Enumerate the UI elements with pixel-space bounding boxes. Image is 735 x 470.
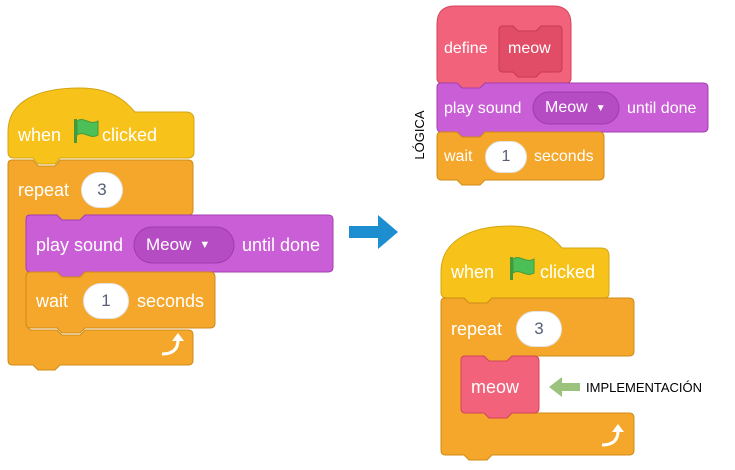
play-sound-label: play sound <box>36 235 124 255</box>
sound-dropdown[interactable]: Meow ▼ <box>134 227 234 263</box>
clicked-label: clicked <box>102 125 158 145</box>
wait-value-field[interactable]: 1 <box>83 283 129 319</box>
implementacion-label: IMPLEMENTACIÓN <box>586 380 703 395</box>
define-play-sound-label: play sound <box>444 100 522 117</box>
define-block-name: meow <box>508 40 551 57</box>
loop-arrow-icon <box>601 424 624 447</box>
dropdown-caret-icon: ▼ <box>595 102 606 114</box>
seconds-label: seconds <box>137 291 205 311</box>
left-sound-dropdown-bg <box>133 226 235 264</box>
sound-dropdown-value: Meow <box>146 235 192 254</box>
dropdown-caret-icon: ▼ <box>199 239 211 251</box>
define-sound-dropdown-bg <box>532 91 620 125</box>
until-done-label: until done <box>242 235 321 255</box>
repeat-count-field[interactable]: 3 <box>81 172 123 208</box>
define-label: define <box>444 40 488 57</box>
define-prototype-block <box>498 25 563 78</box>
define-until-done-label: until done <box>627 100 697 117</box>
define-seconds-label: seconds <box>534 148 594 165</box>
green-left-arrow-icon <box>549 377 580 397</box>
repeat-label: repeat <box>18 180 70 200</box>
loop-arrow-icon <box>161 333 184 356</box>
flag-icon <box>74 119 99 143</box>
main-clicked-label: clicked <box>540 262 596 282</box>
define-sound-dropdown-value: Meow <box>545 99 588 116</box>
wait-label: wait <box>36 291 69 311</box>
main-repeat-label: repeat <box>451 319 503 339</box>
right-arrow-icon <box>349 215 398 249</box>
main-repeat-count-field[interactable]: 3 <box>516 311 562 347</box>
main-when-label: when <box>451 262 495 282</box>
flag-icon <box>510 257 535 280</box>
when-label: when <box>18 125 62 145</box>
define-sound-dropdown[interactable]: Meow ▼ <box>533 92 619 124</box>
define-wait-value-field[interactable]: 1 <box>485 141 527 173</box>
logica-side-label: LÓGICA <box>412 110 427 160</box>
left-hat-block <box>7 87 195 165</box>
main-meow-call-block <box>460 355 540 419</box>
define-wait-label: wait <box>444 148 473 165</box>
main-meow-call-label: meow <box>471 377 520 397</box>
